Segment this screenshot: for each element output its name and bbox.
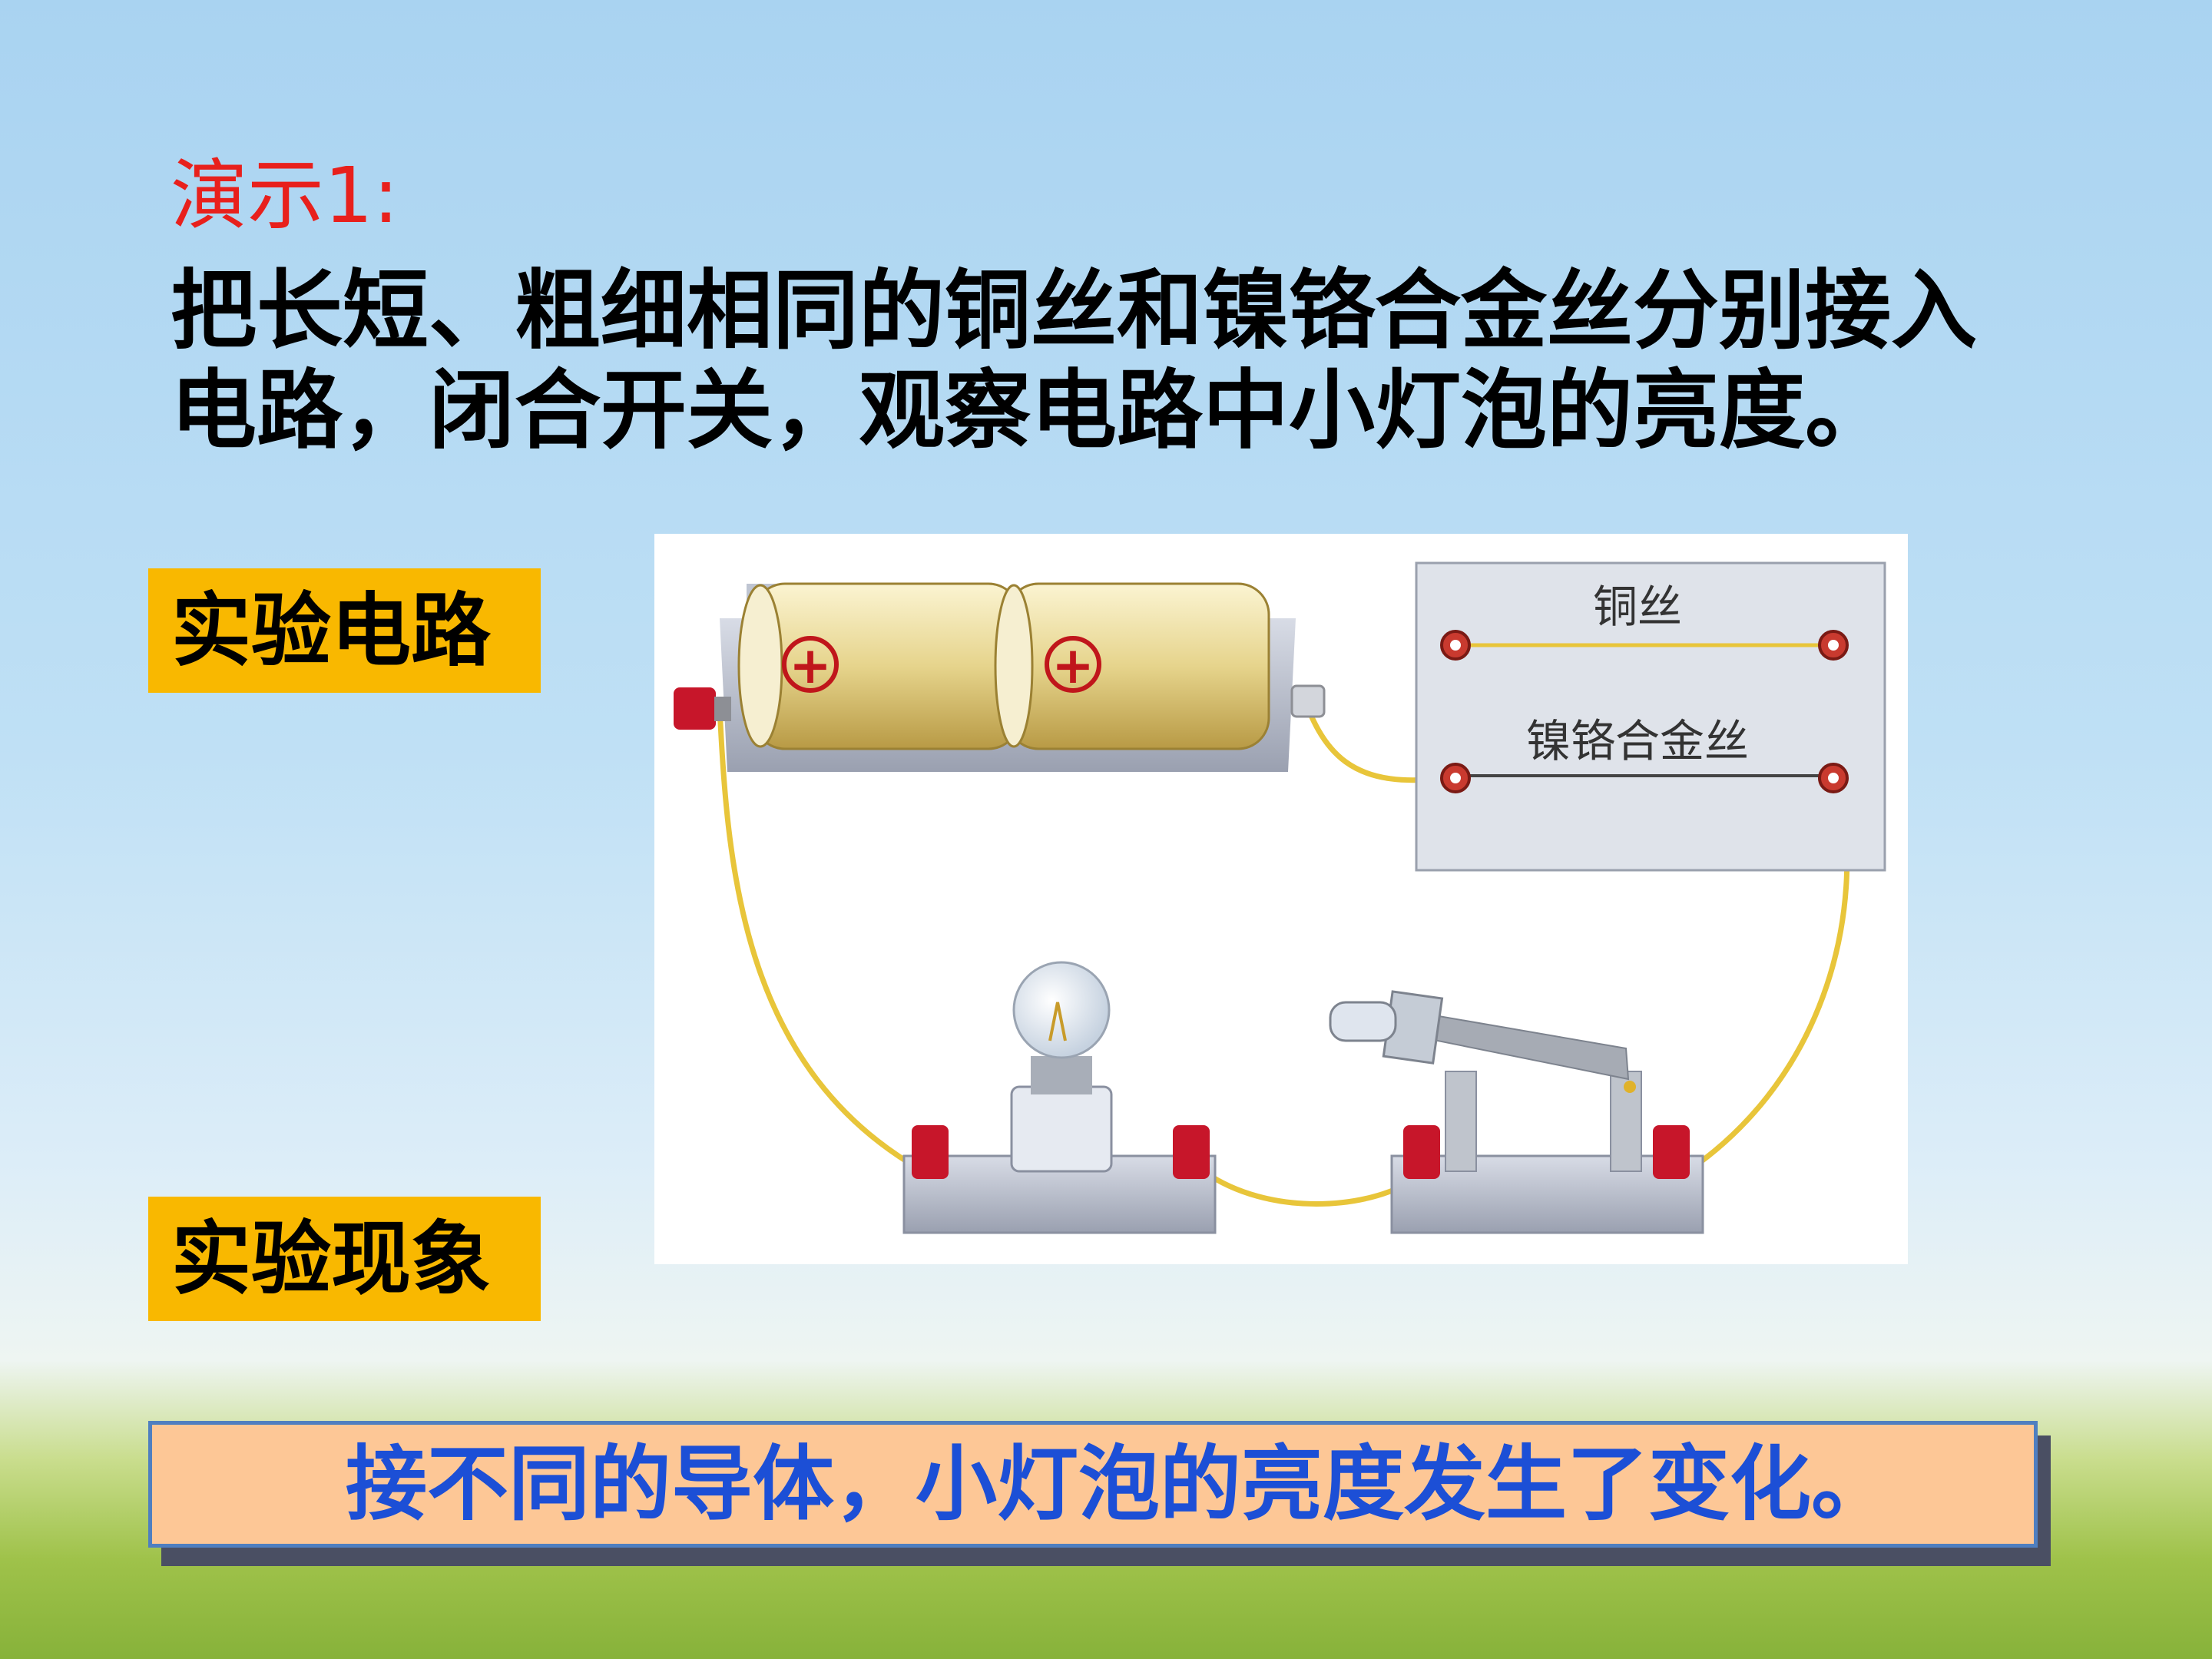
- description-line-2: 电路，闭合开关，观察电路中小灯泡的亮度。: [171, 361, 1891, 461]
- wire-left: [717, 706, 925, 1174]
- plus-icon: [1045, 636, 1101, 693]
- battery-plus-2: +: [1051, 636, 1094, 695]
- battery-plus-signs: + +: [782, 636, 1101, 695]
- description-line-1: 把长短、粗细相同的铜丝和镍铬合金丝分别接入: [171, 261, 1977, 361]
- label-experiment-circuit: 实验电路: [148, 568, 541, 693]
- battery-cells: [737, 582, 1270, 750]
- battery-plus-1: +: [789, 636, 831, 695]
- battery-terminals: [674, 684, 1326, 730]
- slide-title: 演示1:: [171, 151, 399, 240]
- wire-board: 铜丝 镍铬合金丝: [1415, 561, 1886, 872]
- circuit-svg: + + 铜丝 镍铬合金丝: [674, 561, 1886, 1234]
- circuit-diagram: + + 铜丝 镍铬合金丝: [654, 534, 1908, 1264]
- knife-switch: [1329, 990, 1704, 1234]
- copper-wire-label: 铜丝: [1593, 581, 1682, 633]
- slide-description: 把长短、粗细相同的铜丝和镍铬合金丝分别接入 电路，闭合开关，观察电路中小灯泡的亮…: [171, 261, 2091, 461]
- plus-icon: [782, 636, 839, 693]
- wire-middle: [1201, 1169, 1416, 1207]
- result-box: 接不同的导体，小灯泡的亮度发生了变化。: [148, 1421, 2038, 1548]
- label-experiment-phenomenon: 实验现象: [148, 1197, 541, 1321]
- light-bulb: [902, 961, 1217, 1234]
- nichrome-wire-label: 镍铬合金丝: [1526, 715, 1749, 767]
